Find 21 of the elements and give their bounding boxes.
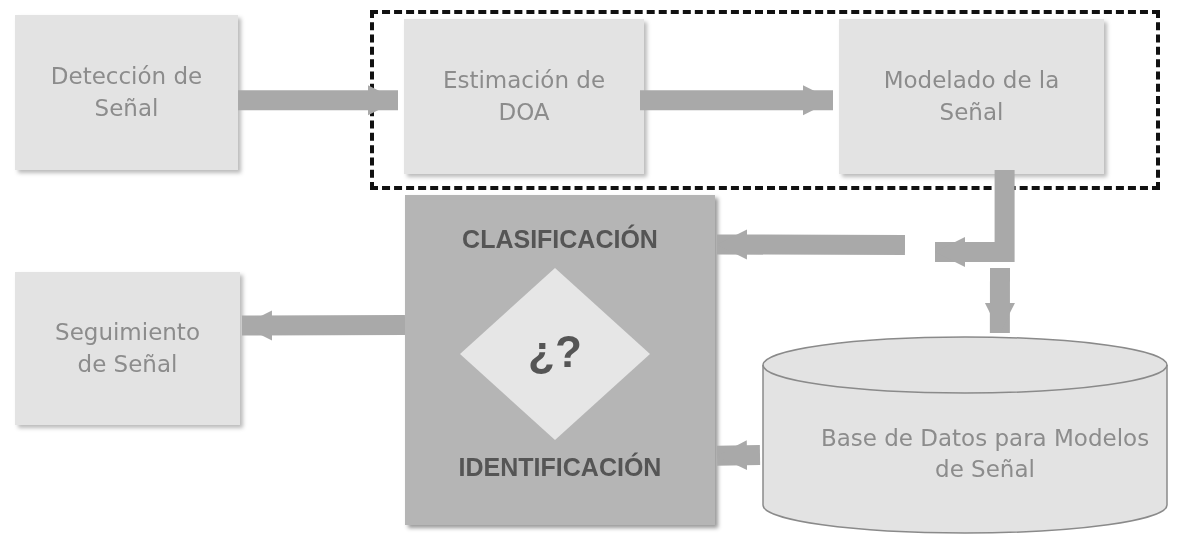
box-label: Estimación de DOA [441,66,607,127]
box-label: Seguimiento de Señal [54,318,201,379]
database-label: Base de Datos para Modelos de Señal [820,424,1150,485]
panel-heading: CLASIFICACIÓN [461,225,659,254]
diamond-label: ¿? [527,326,583,378]
block-arrow [984,267,1015,334]
process-box [15,272,240,425]
block-arrow [238,85,398,116]
process-box [15,15,238,170]
process-box [404,19,644,174]
block-arrow [935,170,1015,267]
dashed-group-frame [370,10,1160,190]
box-label: Modelado de la Señal [882,66,1061,127]
process-box [839,19,1104,174]
block-arrow [716,440,761,471]
panel-heading: IDENTIFICACIÓN [457,453,663,482]
box-label: Detección de Señal [49,62,204,123]
block-arrow [241,310,406,341]
block-arrow [716,229,906,260]
classification-panel [405,195,715,525]
block-arrow [640,85,833,116]
